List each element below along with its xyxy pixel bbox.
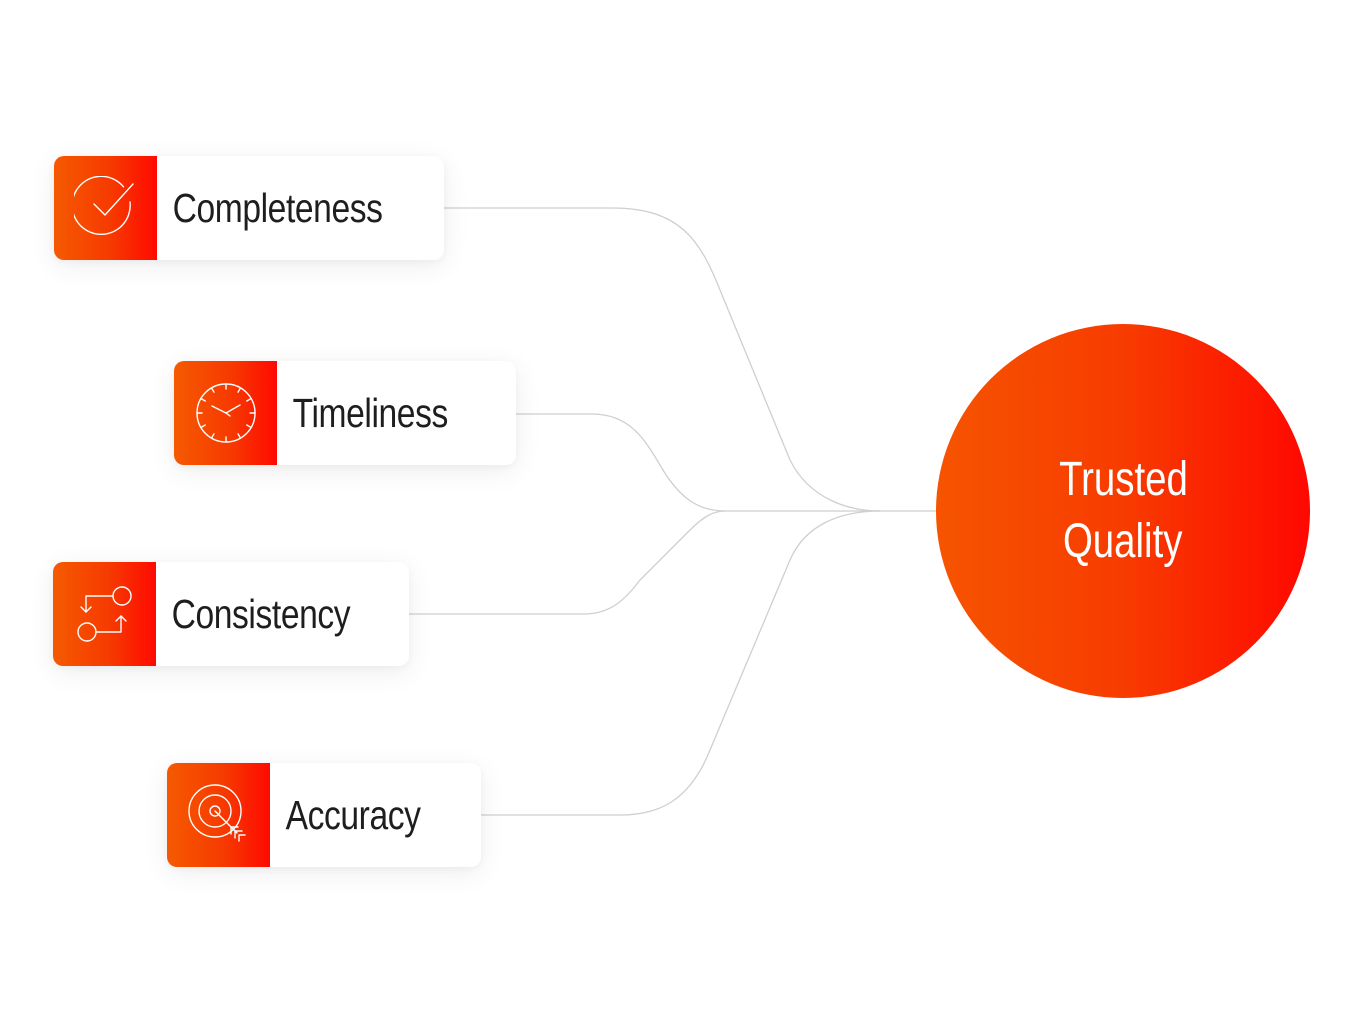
timeliness-icon-block	[174, 361, 277, 465]
connector-consistency	[409, 510, 726, 615]
card-consistency[interactable]: Consistency	[53, 562, 409, 666]
consistency-icon-block	[53, 562, 156, 666]
completeness-icon-block	[54, 156, 157, 260]
consistency-label: Consistency	[171, 590, 351, 637]
accuracy-icon-block	[167, 763, 270, 867]
sync-loop-icon	[76, 586, 132, 642]
card-accuracy[interactable]: Accuracy	[167, 763, 481, 867]
check-circle-icon	[73, 176, 134, 236]
clock-icon	[195, 383, 256, 443]
accuracy-label: Accuracy	[285, 791, 421, 838]
target-label-line2: Quality	[1063, 515, 1183, 568]
timeliness-label: Timeliness	[292, 389, 449, 436]
trusted-quality-node: Trusted Quality	[936, 324, 1310, 698]
card-completeness[interactable]: Completeness	[54, 156, 444, 260]
completeness-label: Completeness	[172, 184, 383, 231]
target-arrow-icon	[187, 784, 246, 842]
connector-accuracy	[481, 510, 881, 816]
connector-timeliness	[516, 413, 880, 512]
card-timeliness[interactable]: Timeliness	[174, 361, 516, 465]
connector-completeness	[444, 207, 936, 512]
target-label-line1: Trusted	[1058, 453, 1188, 506]
